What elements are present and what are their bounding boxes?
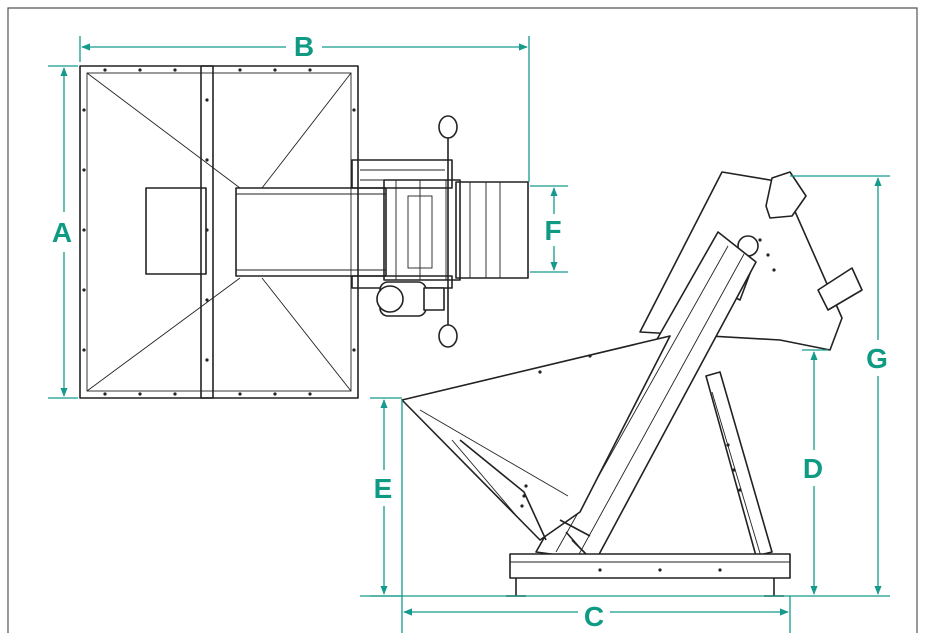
dim-label-f: F bbox=[544, 215, 561, 246]
side-support-leg bbox=[705, 371, 773, 557]
top-funnel-lines bbox=[86, 72, 352, 392]
side-view bbox=[401, 171, 863, 597]
top-hopper-inner bbox=[86, 72, 352, 392]
top-drive-section bbox=[383, 179, 461, 281]
top-guard-knob-upper bbox=[438, 115, 458, 139]
dim-label-e: E bbox=[374, 473, 393, 504]
dim-label-b: B bbox=[294, 31, 314, 62]
side-hopper bbox=[401, 335, 671, 541]
top-conveyor-belt bbox=[235, 187, 387, 277]
top-motor-end bbox=[376, 285, 404, 313]
side-upper-cylinder bbox=[765, 171, 807, 219]
side-fittings bbox=[559, 519, 591, 555]
dimensions bbox=[48, 36, 890, 633]
side-feet bbox=[506, 578, 784, 597]
dim-label-c: C bbox=[584, 601, 604, 632]
top-left-box bbox=[145, 187, 207, 275]
top-rail-upper bbox=[351, 159, 453, 189]
dim-label-g: G bbox=[866, 343, 888, 374]
top-hopper-rib bbox=[200, 65, 214, 399]
top-discharge-chute bbox=[455, 181, 529, 279]
top-guard-knob-lower bbox=[438, 324, 458, 348]
top-hopper-outer bbox=[79, 65, 359, 399]
dim-label-d: D bbox=[803, 453, 823, 484]
top-bolt-dots bbox=[82, 68, 356, 396]
top-view bbox=[79, 65, 529, 399]
drawing-frame bbox=[7, 7, 918, 633]
side-base-frame bbox=[509, 553, 791, 579]
dim-label-a: A bbox=[52, 217, 72, 248]
side-lower-cylinder bbox=[817, 267, 863, 311]
side-bolt-dots bbox=[520, 238, 776, 572]
